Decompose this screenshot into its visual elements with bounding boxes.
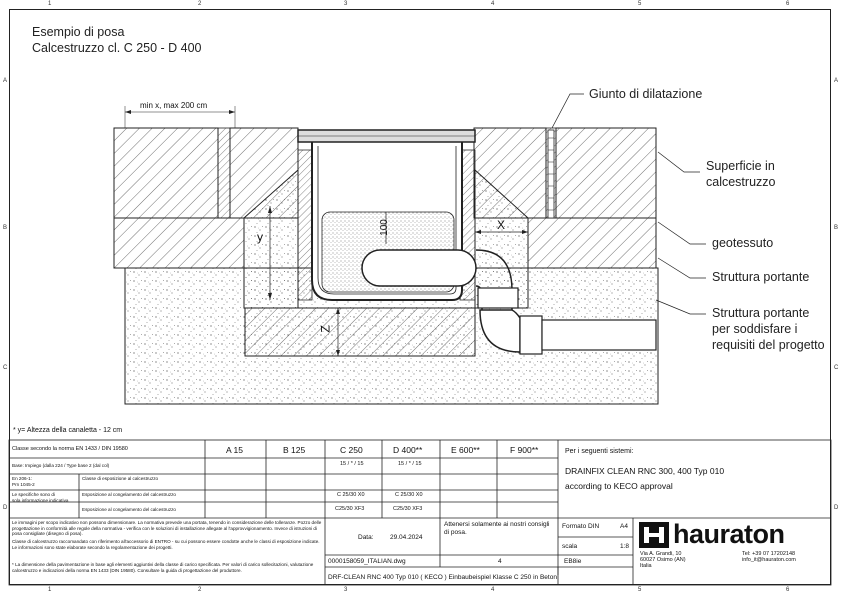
ruler-mark: B xyxy=(834,225,839,231)
company-address-2: 60027 Osimo (AN) xyxy=(640,557,686,563)
systems-line2: according to KECO approval xyxy=(565,481,673,491)
ruler-mark: 1 xyxy=(48,587,52,593)
ruler-mark: 4 xyxy=(491,587,495,593)
file-name: 0000158059_ITALIAN.dwg xyxy=(328,558,406,565)
ruler-mark: 3 xyxy=(344,587,348,593)
scale-label: scala xyxy=(562,543,578,550)
footnote: * y= Altezza della canaletta - 12 cm xyxy=(13,427,123,434)
class-e600: E 600** xyxy=(451,445,480,455)
drawing-title-line1: Esempio di posa xyxy=(32,25,125,39)
cross-section-drawing xyxy=(113,93,706,405)
pavement-left xyxy=(113,127,219,219)
ruler-mark: D xyxy=(834,505,839,511)
base-course-left xyxy=(113,217,245,269)
row5-c250: C25/30 XF3 xyxy=(335,506,365,512)
ruler-mark: 6 xyxy=(786,587,790,593)
ruler-mark: 3 xyxy=(344,1,348,7)
company-logo: hauraton xyxy=(639,519,827,549)
hauraton-logo-mark xyxy=(639,522,669,548)
company-phone: Tel: +39 07 17202148 xyxy=(742,551,796,557)
callout-geotextile: geotessuto xyxy=(712,236,774,250)
systems-line1: DRAINFIX CLEAN RNC 300, 400 Typ 010 xyxy=(565,466,725,476)
attention-note: Attenersi solamente ai nostri consigli d… xyxy=(444,521,550,536)
pipe-socket xyxy=(477,287,519,309)
company-email: info_it@hauraton.com xyxy=(742,557,796,563)
ruler-mark: 1 xyxy=(48,1,52,7)
company-name: hauraton xyxy=(673,519,785,549)
class-a15: A 15 xyxy=(226,445,244,455)
surround-left xyxy=(243,168,299,309)
note-3: * La dimensione della pavimentazione in … xyxy=(12,562,314,573)
ruler-mark: A xyxy=(834,78,839,84)
ruler-mark: 4 xyxy=(491,1,495,7)
ruler-mark: D xyxy=(3,505,8,511)
row4-label-right: Esposizione al congelamento del calcestr… xyxy=(82,492,176,497)
drawing-title-line2: Calcestruzzo cl. C 250 - D 400 xyxy=(32,41,202,55)
dimension-x: X xyxy=(497,218,506,232)
inner-pipe xyxy=(361,249,477,287)
haunch-left xyxy=(297,149,313,301)
row4-d400: C 25/30 X0 xyxy=(395,492,423,498)
ruler-mark: C xyxy=(3,365,8,371)
ruler-mark: B xyxy=(3,225,8,231)
pavement-right-2 xyxy=(555,127,657,219)
note-2: Classe di calcestruzzo raccomandato con … xyxy=(12,539,320,550)
note-1: Le immagini per scopo indicativo non pos… xyxy=(12,520,322,536)
row2-label: Base: Impiego (dalla 224 / Type base 2 (… xyxy=(12,463,110,468)
ruler-mark: C xyxy=(834,365,839,371)
ruler-mark: 5 xyxy=(638,587,642,593)
row3-label-right: Classe di esposizione al calcestruzzo xyxy=(82,476,159,481)
format-value: A4 xyxy=(620,523,628,530)
ruler-mark: 5 xyxy=(638,1,642,7)
callout-support2-line1: Struttura portante xyxy=(712,306,810,320)
dimension-top-width: min x, max 200 cm xyxy=(140,101,208,110)
sheet-number: 4 xyxy=(498,558,502,565)
row5-d400: C25/30 XF3 xyxy=(393,506,423,512)
dimension-y: y xyxy=(257,230,263,244)
callout-support: Struttura portante xyxy=(712,270,810,284)
row3-label-left: En 206-1: Prn 1045-2 xyxy=(12,476,35,487)
callout-support2-line3: requisiti del progetto xyxy=(712,338,825,352)
company-address-3: Italia xyxy=(640,563,652,569)
leader-support2 xyxy=(655,299,706,315)
drawing-description: DRF-CLEAN RNC 400 Typ 010 ( KECO ) Einba… xyxy=(328,574,557,581)
ruler-mark: 2 xyxy=(198,1,202,7)
row5-label: Esposizione al congelamento del calcestr… xyxy=(82,507,176,512)
ruler-mark: 6 xyxy=(786,1,790,7)
drawing-frame xyxy=(9,9,831,585)
scale-value: 1:8 xyxy=(620,543,630,550)
leader-geotextile xyxy=(657,221,706,245)
ruler-mark: 2 xyxy=(198,587,202,593)
row4-c250: C 25/30 X0 xyxy=(337,492,365,498)
callout-support2-line2: per soddisfare i xyxy=(712,322,798,336)
row4-label-left: Le specifiche sono di sola informazione … xyxy=(12,492,69,503)
ruler-mark: A xyxy=(3,78,8,84)
class-d400: D 400** xyxy=(393,445,423,455)
table-header-label: Classe secondo la norma EN 1433 / DIN 19… xyxy=(12,446,128,452)
class-c250: C 250 xyxy=(340,445,363,455)
foundation-block xyxy=(244,307,476,357)
date-label: Data: xyxy=(358,534,374,541)
callout-joint: Giunto di dilatazione xyxy=(589,87,703,101)
drawing-code: EB8ie xyxy=(564,558,582,565)
row2-d400: 15 / * / 15 xyxy=(398,461,422,467)
leader-joint xyxy=(551,93,584,129)
company-address-1: Via A. Grandi, 10 xyxy=(640,551,682,557)
base-course-right xyxy=(527,217,657,269)
row2-c250: 15 / * / 15 xyxy=(340,461,364,467)
format-label: Formato DIN xyxy=(562,523,600,530)
date-value: 29.04.2024 xyxy=(390,534,423,541)
callout-surface-line1: Superficie in xyxy=(706,159,775,173)
callout-surface-line2: calcestruzzo xyxy=(706,175,776,189)
class-b125: B 125 xyxy=(283,445,306,455)
leader-surface xyxy=(657,151,700,173)
class-f900: F 900** xyxy=(510,445,539,455)
leader-support xyxy=(657,257,706,279)
systems-title: Per i seguenti sistemi: xyxy=(565,448,634,455)
